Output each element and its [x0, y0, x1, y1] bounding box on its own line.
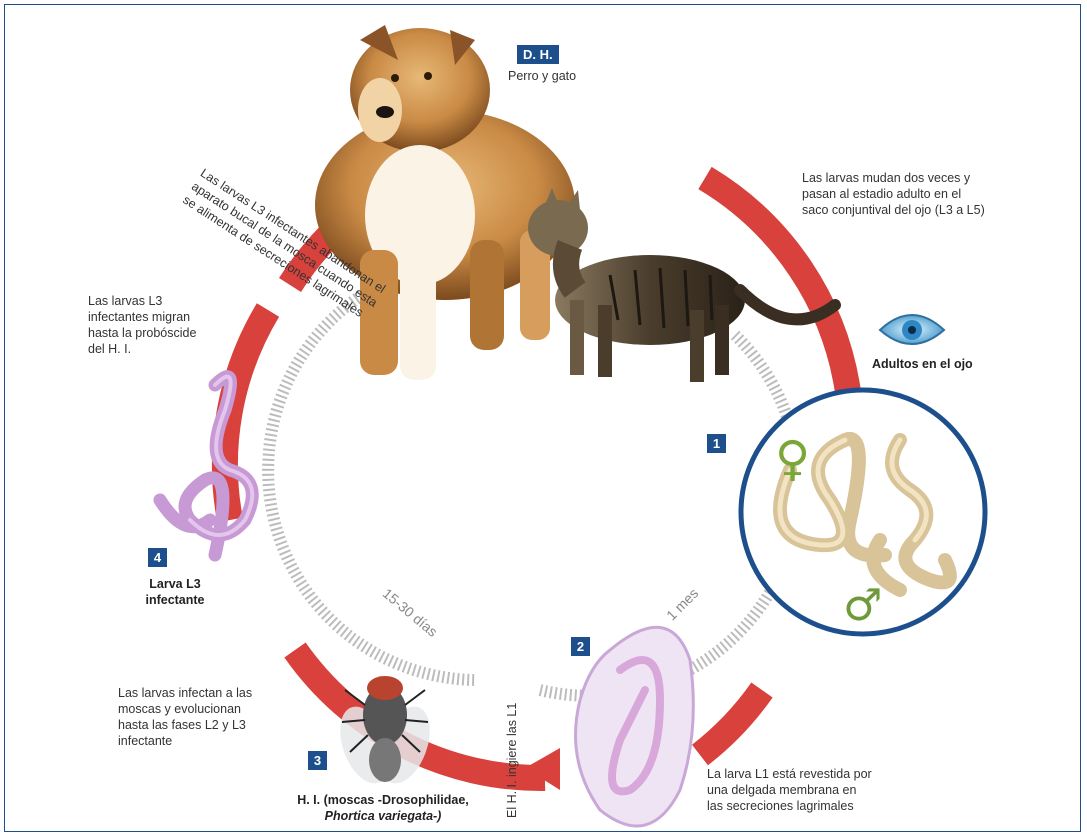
stage-4-label: Larva L3 infectante [140, 576, 210, 608]
stage-3-badge: 3 [308, 751, 327, 770]
note-migrate-line: hasta la probóscide [88, 325, 196, 341]
cat-illustration [528, 188, 835, 382]
l1-larva-in-membrane [576, 627, 694, 826]
adults-in-eye-label: Adultos en el ojo [872, 356, 973, 372]
stage-1-badge: 1 [707, 434, 726, 453]
note-migrate-line: infectantes migran [88, 309, 196, 325]
note-molt-line: saco conjuntival del ojo (L3 a L5) [802, 202, 985, 218]
note-molt: Las larvas mudan dos veces y pasan al es… [802, 170, 985, 218]
stage-3-label: H. I. (moscas -Drosophilidae, Phortica v… [278, 792, 488, 824]
note-infect-line: moscas y evolucionan [118, 701, 252, 717]
note-infect-line: Las larvas infectan a las [118, 685, 252, 701]
male-symbol: ♂ [843, 580, 882, 631]
note-molt-line: Las larvas mudan dos veces y [802, 170, 985, 186]
note-l1-line: La larva L1 está revestida por [707, 766, 872, 782]
note-migrate: Las larvas L3 infectantes migran hasta l… [88, 293, 196, 357]
note-infect-line: infectante [118, 733, 252, 749]
stage-2-badge: 2 [571, 637, 590, 656]
stage-4-badge: 4 [148, 548, 167, 567]
note-infect: Las larvas infectan a las moscas y evolu… [118, 685, 252, 749]
note-migrate-line: del H. I. [88, 341, 196, 357]
eye-icon [880, 315, 944, 344]
ring-segment-bottom-right [700, 690, 762, 755]
definitive-host-label: Perro y gato [508, 68, 576, 84]
female-symbol: ♀ [775, 431, 810, 487]
stage-3-label-line: H. I. (moscas -Drosophilidae, [278, 792, 488, 808]
stage-3-label-line: Phortica variegata-) [278, 808, 488, 824]
note-l1-line: las secreciones lagrimales [707, 798, 872, 814]
note-migrate-line: Las larvas L3 [88, 293, 196, 309]
note-ingest: El H. I. ingiere las L1 [504, 703, 520, 818]
note-l1-membrane: La larva L1 está revestida por una delga… [707, 766, 872, 814]
definitive-host-badge: D. H. [517, 45, 559, 64]
stage-4-label-line: Larva L3 [140, 576, 210, 592]
note-infect-line: hasta las fases L2 y L3 [118, 717, 252, 733]
stage-4-label-line: infectante [140, 592, 210, 608]
note-molt-line: pasan al estadio adulto en el [802, 186, 985, 202]
note-l1-line: una delgada membrana en [707, 782, 872, 798]
adult-worms-magnifier: ♀ ♂ [741, 390, 985, 634]
